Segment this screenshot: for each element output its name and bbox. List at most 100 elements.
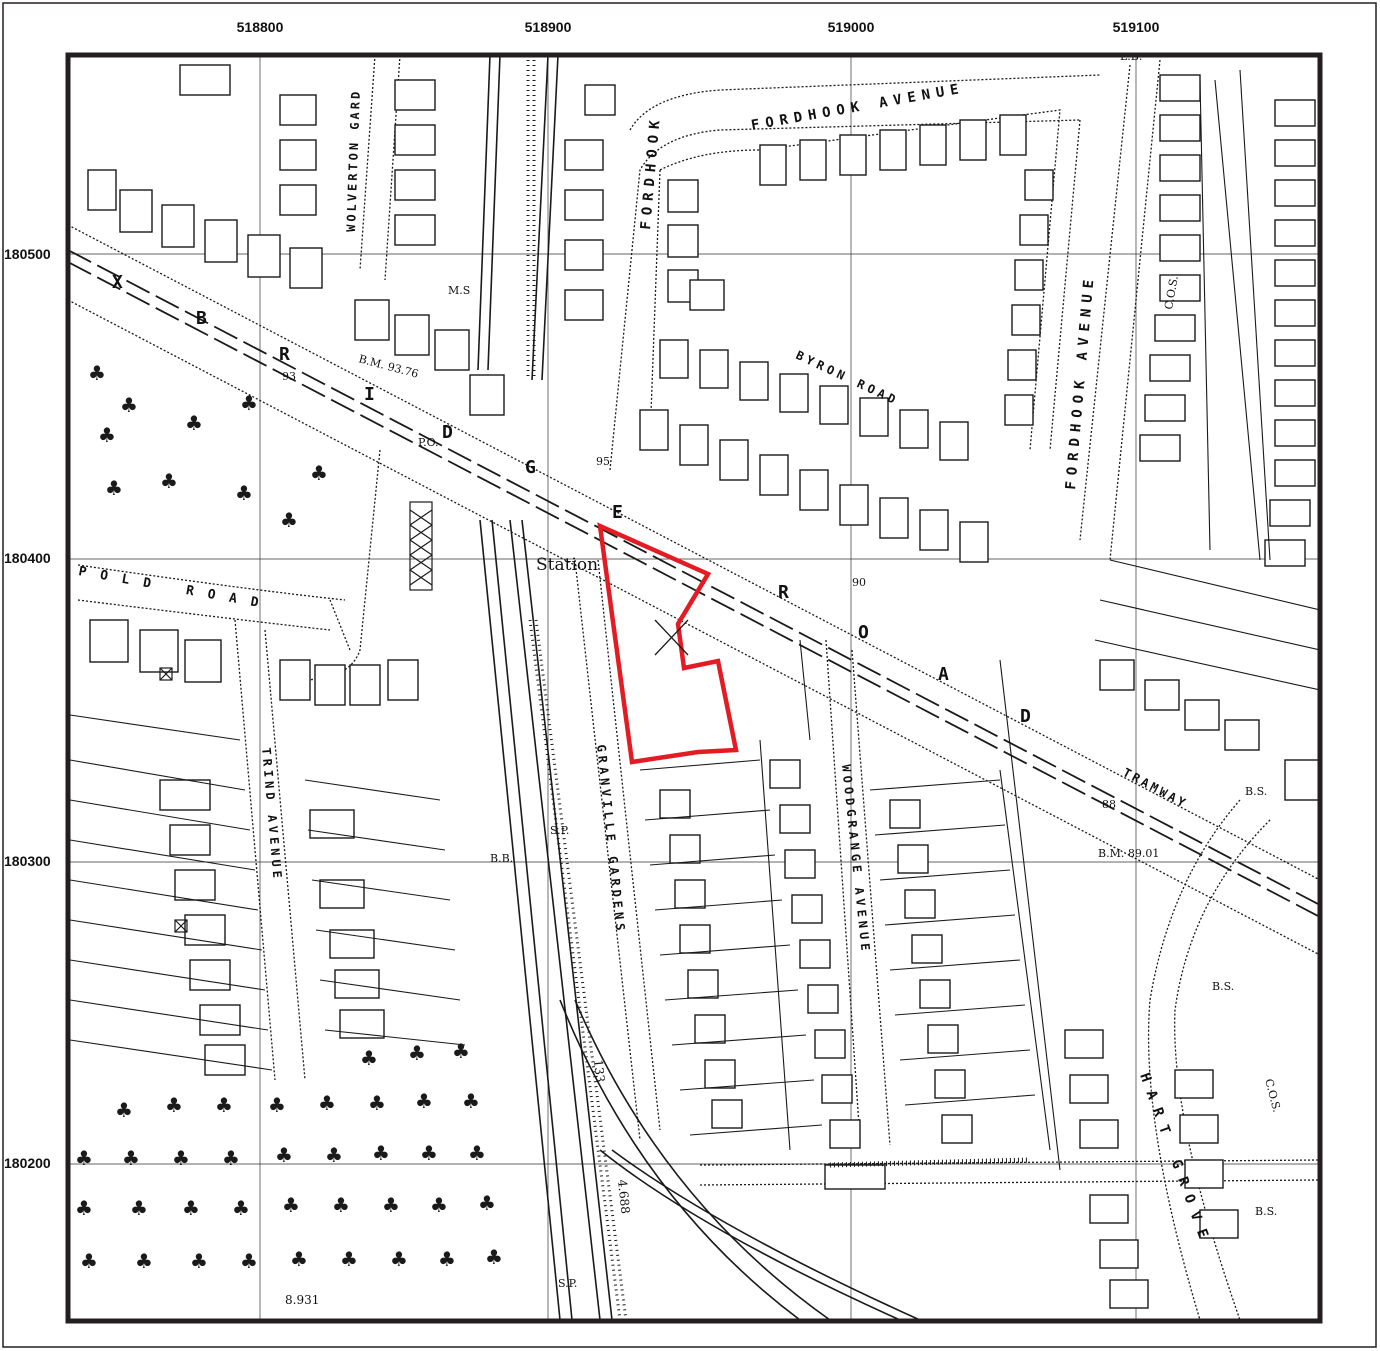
easting-label-518800: 518800 <box>237 19 284 35</box>
area-label-4688: 4.688 <box>615 1179 633 1215</box>
spot-height-95: 95 <box>596 455 610 468</box>
tree-icon: ♣ <box>135 1249 153 1273</box>
tree-icon: ♣ <box>240 1249 258 1273</box>
road-letter: R <box>778 582 789 603</box>
station-label: Station <box>536 555 598 575</box>
tree-icon: ♣ <box>290 1247 308 1271</box>
tree-icon: ♣ <box>468 1141 486 1165</box>
spot-height-93: 93 <box>282 370 296 383</box>
trees: ♣ ♣ ♣ ♣ ♣ ♣ ♣ ♣ ♣ ♣ ♣ ♣ ♣ ♣ ♣ ♣ ♣ ♣ ♣ ♣ … <box>75 361 503 1273</box>
tree-icon: ♣ <box>332 1193 350 1217</box>
tree-icon: ♣ <box>80 1249 98 1273</box>
tree-icon: ♣ <box>75 1146 93 1170</box>
tree-icon: ♣ <box>408 1041 426 1065</box>
tree-icon: ♣ <box>325 1143 343 1167</box>
street-label-uxbridge-road: X B R I D G E R O A D <box>112 272 1031 727</box>
northing-label-180200: 180200 <box>4 1155 51 1171</box>
hatched-structures <box>159 60 1031 1321</box>
tree-icon: ♣ <box>130 1196 148 1220</box>
tree-icon: ♣ <box>240 391 258 415</box>
tree-icon: ♣ <box>310 461 328 485</box>
tree-icon: ♣ <box>280 508 298 532</box>
benchmark-label-2: B.M. 89.01 <box>1098 847 1159 860</box>
plot-lines <box>69 69 1320 1171</box>
northing-label-180500: 180500 <box>4 246 51 262</box>
road-letter: R <box>279 344 290 365</box>
tree-icon: ♣ <box>222 1146 240 1170</box>
tree-icon: ♣ <box>235 481 253 505</box>
boundary-stone-label-1: B.S. <box>1245 785 1267 798</box>
tree-icon: ♣ <box>390 1247 408 1271</box>
signal-post-label-2: S.P. <box>558 1277 577 1290</box>
road-letter: D <box>1020 706 1031 727</box>
letter-box-label: L.B. <box>1120 50 1142 63</box>
parcel-label-133: 133 <box>591 1059 607 1083</box>
road-letter: E <box>612 502 623 523</box>
tree-icon: ♣ <box>318 1091 336 1115</box>
tree-icon: ♣ <box>88 361 106 385</box>
road-letter: G <box>525 457 536 478</box>
tree-icon: ♣ <box>160 469 178 493</box>
road-letter: I <box>364 384 375 405</box>
tree-icon: ♣ <box>452 1039 470 1063</box>
street-label-wolverton: WOLVERTON GARD <box>344 89 363 233</box>
cos-label-1: C.O.S. <box>1162 275 1181 311</box>
tree-icon: ♣ <box>420 1141 438 1165</box>
boundary-stone-label-2: B.S. <box>1212 980 1234 993</box>
signal-post-label-1: S.P. <box>550 824 569 837</box>
tree-icon: ♣ <box>462 1089 480 1113</box>
houses-north-west <box>87 64 616 416</box>
site-centre-cross-icon <box>654 619 689 656</box>
bb-label: B.B. <box>490 852 513 865</box>
tree-icon: ♣ <box>215 1093 233 1117</box>
tree-icon: ♣ <box>105 476 123 500</box>
uxbridge-road <box>68 224 1320 956</box>
tree-icon: ♣ <box>122 1146 140 1170</box>
easting-label-519100: 519100 <box>1113 19 1160 35</box>
tree-icon: ♣ <box>115 1098 133 1122</box>
post-office-label: P.O. <box>418 436 439 449</box>
tree-icon: ♣ <box>282 1193 300 1217</box>
tree-icon: ♣ <box>268 1093 286 1117</box>
ms-label: M.S <box>448 284 470 297</box>
road-letter: O <box>858 622 869 643</box>
road-letter: X <box>112 272 123 293</box>
tree-icon: ♣ <box>120 393 138 417</box>
tree-icon: ♣ <box>478 1191 496 1215</box>
boundary-stone-label-3: B.S. <box>1255 1205 1277 1218</box>
northing-label-180300: 180300 <box>4 853 51 869</box>
tree-icon: ♣ <box>485 1245 503 1269</box>
spot-height-88: 88 <box>1102 798 1116 811</box>
map-area: ♣ ♣ ♣ ♣ ♣ ♣ ♣ ♣ ♣ ♣ ♣ ♣ ♣ ♣ ♣ ♣ ♣ ♣ ♣ ♣ … <box>68 50 1320 1321</box>
tree-icon: ♣ <box>430 1193 448 1217</box>
map-annotations: Station B.M. 93.76 B.M. 89.01 P.O. L.B. … <box>282 50 1283 1307</box>
spot-height-90: 90 <box>852 576 866 589</box>
easting-label-518900: 518900 <box>525 19 572 35</box>
tree-icon: ♣ <box>232 1196 250 1220</box>
tree-icon: ♣ <box>340 1247 358 1271</box>
map-frame <box>65 52 1323 1324</box>
tree-icon: ♣ <box>172 1146 190 1170</box>
tree-icon: ♣ <box>368 1091 386 1115</box>
tree-icon: ♣ <box>382 1193 400 1217</box>
houses-east <box>1099 74 1320 801</box>
tree-icon: ♣ <box>182 1196 200 1220</box>
road-letter: D <box>442 422 453 443</box>
northing-label-180400: 180400 <box>4 550 51 566</box>
tree-icon: ♣ <box>75 1196 93 1220</box>
tree-icon: ♣ <box>165 1093 183 1117</box>
tree-icon: ♣ <box>360 1046 378 1070</box>
area-label-8931: 8.931 <box>285 1293 319 1307</box>
road-letter: A <box>938 664 949 685</box>
site-boundary <box>597 522 739 765</box>
tree-icon: ♣ <box>185 411 203 435</box>
tree-icon: ♣ <box>98 423 116 447</box>
tree-icon: ♣ <box>415 1089 433 1113</box>
tree-icon: ♣ <box>190 1249 208 1273</box>
easting-label-519000: 519000 <box>828 19 875 35</box>
tree-icon: ♣ <box>372 1141 390 1165</box>
tree-icon: ♣ <box>275 1143 293 1167</box>
houses-south <box>89 619 1239 1309</box>
houses-fordhook-triangle <box>639 114 1054 563</box>
